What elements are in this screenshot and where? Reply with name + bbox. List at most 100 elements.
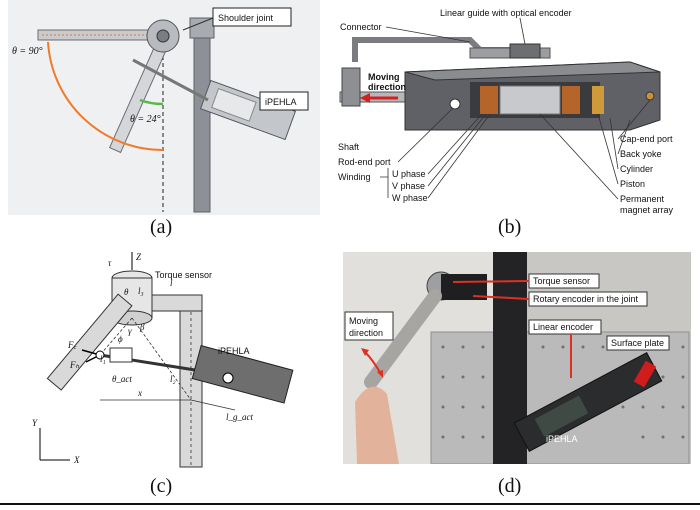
d-label-rotary-encoder: Rotary encoder in the joint [533,294,639,304]
coil-w [562,86,580,114]
c-label-gamma: γ [128,326,132,336]
c-l1-line [99,317,133,356]
piston-ring [592,86,604,114]
label-pm-array-2: magnet array [620,205,674,215]
label-back-yoke: Back yoke [620,149,662,159]
label-linear-guide: Linear guide with optical encoder [440,8,572,18]
leader-v-phase [427,113,487,187]
d-moving-arrow-head-1 [361,348,369,356]
panel-d: Moving direction Torque sensor Rotary en… [343,252,691,464]
c-label-fc: F꜀ [67,340,77,350]
leader-linear-guide [519,17,526,45]
d-surface-plate [430,331,690,464]
label-connector: Connector [340,22,382,32]
c-label-l1: l₁ [100,354,106,364]
theta-90-label: θ = 90° [12,46,43,57]
leader-rod-end-port [397,107,454,163]
magnet-array [499,85,561,115]
label-w-phase: W phase [392,193,428,203]
caption-d: (d) [498,475,522,497]
c-ipehla-body [191,345,294,404]
arc-theta-90 [47,41,164,152]
c-label-theta-act: θ_act [112,374,132,384]
d-hand [355,386,399,464]
c-l-line [131,317,192,401]
c-ipehla-center [222,372,234,384]
c-label-beta: β [139,322,145,332]
label-u-phase: U phase [392,169,426,179]
d-torque-pointer [452,280,530,283]
moving-arrow-head [360,93,370,103]
d-label-ipehla: iPEHLA [546,434,578,444]
ipehla-label-a: iPEHLA [265,97,297,107]
d-label-linear-encoder: Linear encoder [533,322,593,332]
arc-theta-24 [139,98,164,106]
cylinder-top-face [404,61,661,81]
label-shaft: Shaft [338,142,360,152]
ipehla-label-box-a [259,91,309,111]
c-wrist-pivot [95,350,105,360]
leader-pm-array [539,113,619,200]
label-moving: Moving [368,72,400,82]
d-moving-box [344,311,394,341]
winding-brace [380,168,389,198]
panel-a: Shoulder joint iPEHLA θ = 90° θ = 24° [8,0,320,215]
label-v-phase: V phase [392,181,425,191]
label-direction: direction [368,82,406,92]
d-label-torque-sensor: Torque sensor [533,276,590,286]
d-label-direction: direction [349,328,383,338]
actuator-rod [132,58,209,102]
leader-cylinder [609,117,619,170]
panel-b-diagram: Linear guide with optical encoder Connec… [338,8,674,215]
caption-b: (b) [498,216,522,238]
c-label-x-axis: X [73,455,80,465]
c-user-arm [46,293,133,391]
optical-encoder-block [509,43,541,59]
c-label-tau: τ [108,258,112,268]
leader-back-yoke [617,119,631,155]
d-label-surface-plate: Surface plate [611,338,664,348]
coil-u [480,86,498,114]
c-label-z: Z [136,252,142,262]
post-top-block [189,17,215,39]
label-winding: Winding [338,172,371,182]
d-surface-plate-box [606,335,670,351]
c-label-y-axis: Y [32,418,38,428]
bottom-rule [0,503,700,505]
label-cylinder: Cylinder [620,164,653,174]
c-lg-dimension [190,399,236,411]
label-pm-array-1: Permanent [620,194,665,204]
c-label-torque-sensor: Torque sensor [155,270,212,280]
d-moving-arrow-head-2 [377,370,383,378]
leader-w-phase [427,113,491,199]
c-label-l3: l₃ [138,286,144,296]
c-label-x: x [137,388,142,398]
leader-connector [385,26,471,43]
d-red-clamp [633,360,657,388]
panel-c-diagram: Torque sensor iPEHLA τ Z θ β ϕ γ l₃ l l₁… [32,252,294,468]
c-label-theta: θ [124,287,129,297]
label-rod-end-port: Rod-end port [338,157,391,167]
d-encoder-pointer [472,295,530,300]
leader-u-phase [427,113,483,175]
c-label-ipehla: iPEHLA [218,346,250,356]
panel-b: Linear guide with optical encoder Connec… [330,0,700,240]
theta-24-label: θ = 24° [130,114,161,125]
c-label-fh: Fₕ [69,360,79,370]
d-linear-encoder-box [528,319,602,335]
caption-c: (c) [150,475,173,497]
support-post [193,19,211,213]
caption-a: (a) [150,216,173,238]
c-label-l: l [170,278,173,288]
rod-end-port-icon [449,98,461,110]
label-cap-end-port: Cap-end port [620,134,673,144]
d-label-moving: Moving [349,316,378,326]
panel-d-photo: Moving direction Torque sensor Rotary en… [343,252,691,464]
c-rod-clamp [109,347,133,363]
shoulder-joint-hub [156,29,170,43]
cap-end-port-icon [645,91,655,101]
panel-c: Torque sensor iPEHLA τ Z θ β ϕ γ l₃ l l₁… [20,250,320,472]
panel-a-diagram: Shoulder joint iPEHLA θ = 90° θ = 24° [8,0,320,215]
shoulder-label: Shoulder joint [218,13,274,23]
c-label-l2: l₂ [170,374,176,384]
